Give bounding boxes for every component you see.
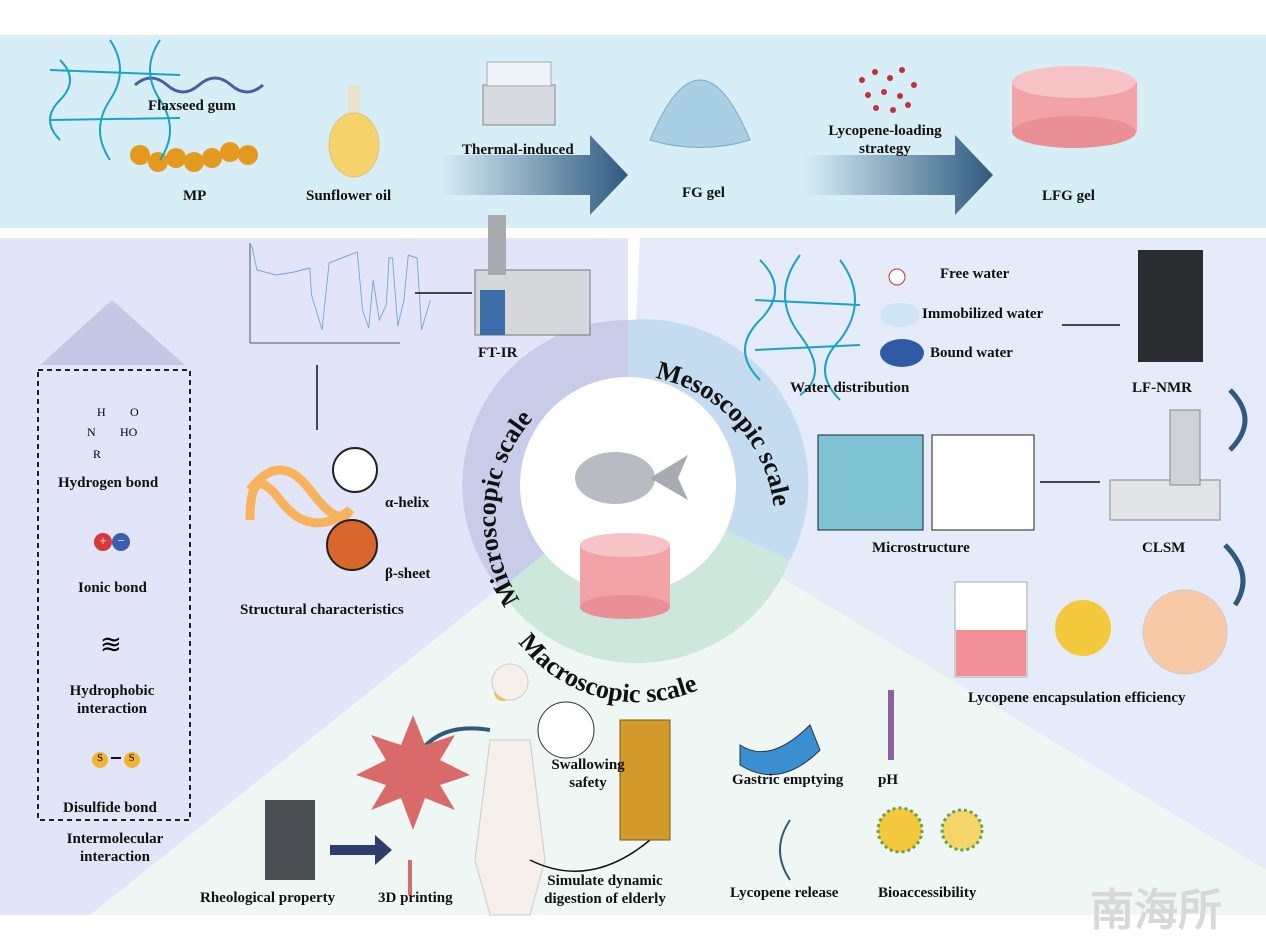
ftir-label: FT-IR [478,345,518,361]
microstructure-network-image [817,434,924,531]
hydrophobic-interaction-label: Hydrophobic interaction [69,683,155,717]
clsm-label: CLSM [1142,540,1186,556]
ionic-bond-label: Ionic bond [78,580,147,596]
microstructure-label: Microstructure [872,540,970,556]
mp-label: MP [183,188,207,204]
sulfur-atom: S [92,752,108,768]
h-atom: H [97,405,106,419]
sulfur-atom: S [123,752,140,768]
ph-scale-icon [888,690,894,760]
digestion-label: Simulate dynamic digestion of elderly [544,873,666,907]
bound-water-label: Bound water [930,345,1013,361]
intermolecular-interaction-label: Intermolecular interaction [66,831,164,865]
water-bath-icon [482,61,556,126]
structural-characteristics-label: Structural characteristics [240,602,404,618]
lycopene-loading-label: Lycopene-loading strategy [828,123,942,157]
encapsulation-efficiency-label: Lycopene encapsulation efficiency [968,690,1186,706]
o-atom: O [130,405,139,419]
fg-gel-icon [649,79,751,148]
release-arrow [779,819,791,881]
beta-sheet-label: β-sheet [385,566,431,582]
alpha-helix-label: α-helix [385,495,430,511]
gastric-emptying-label: Gastric emptying [732,772,844,788]
sunflower-oil-label: Sunflower oil [306,188,392,204]
bioaccessibility-micelle-icon-2 [940,808,984,852]
disulfide-bond-label: Disulfide bond [63,800,157,816]
rheology-arrow [330,835,392,865]
rheological-property-label: Rheological property [200,890,336,906]
anion-icon: − [112,533,130,551]
loading-arrow [805,135,993,215]
flaxseed-gum-icon [134,76,264,94]
thermal-arrow [440,135,628,215]
water-distribution-label: Water distribution [790,380,910,396]
lfg-gel-icon [1012,66,1137,148]
macro-panel [90,485,1266,915]
protein-network-icon [49,39,181,161]
ftir-instrument-icon [474,215,591,336]
lf-nmr-instrument-icon [1138,250,1203,362]
pomfret-fish-icon [575,452,688,504]
immobilized-water-icon [880,303,920,327]
interaction-box [37,369,191,821]
swallowing-safety-label: Swallowing safety [551,757,625,791]
digestion-arrow [529,839,651,872]
protein-structure-icon [245,447,378,571]
disulfide-bond-icon: S S [92,752,142,768]
ionic-bond-icon: +− [94,532,134,554]
stomach-icon [739,724,821,776]
swallowing-zoom-icon [537,701,595,759]
sunflower-oil-bottle-icon [328,85,380,178]
lfg-gel-label: LFG gel [1042,188,1095,204]
beaker-icon [954,581,1028,678]
watermark-logo: 南海所 [1090,886,1222,935]
rheometer-icon [265,800,315,880]
immobilized-water-label: Immobilized water [922,306,1044,322]
free-water-icon [888,268,906,286]
printed-flower-icon [356,715,470,830]
r-group: R [93,447,102,461]
clsm-microscope-icon [1109,409,1221,521]
hydrogen-bond-label: Hydrogen bond [58,475,159,491]
bound-water-icon [880,339,924,367]
ph-label: pH [878,772,899,788]
ftir-spectrum-chart [249,243,431,344]
bioaccessibility-label: Bioaccessibility [878,885,977,901]
thermal-induced-label: Thermal-induced [462,142,574,158]
digestion-device-icon [619,719,671,841]
hydrophobic-wave-icon: ≋ [100,630,122,659]
fg-gel-label: FG gel [682,185,725,201]
flow-arrow-1 [1228,388,1248,452]
3d-printing-label: 3D printing [378,890,453,906]
micro-panel [0,238,628,915]
lf-nmr-label: LF-NMR [1132,380,1192,396]
flaxseed-gum-label: Flaxseed gum [148,98,236,114]
free-water-label: Free water [940,266,1010,282]
microstructure-droplet-image [931,434,1035,531]
gel-cylinder-icon [580,533,670,619]
bioaccessibility-micelle-icon [876,806,924,854]
ho-group: HO [120,425,138,439]
n-atom: N [87,425,96,439]
water-network-icon [744,254,861,401]
human-body-icon [474,663,546,916]
mp-protein-icon [130,142,258,172]
lycopene-droplet-icon [1142,589,1228,675]
flow-arrow-2 [1223,543,1246,607]
droplet-icon [1055,600,1111,656]
lycopene-release-label: Lycopene release [730,885,839,901]
cation-icon: + [94,533,112,551]
meso-panel [628,238,1266,870]
zoom-cone [40,300,185,365]
hydrogen-bond-icon: H O N HO R [75,405,155,465]
lycopene-dots-icon [859,67,917,113]
